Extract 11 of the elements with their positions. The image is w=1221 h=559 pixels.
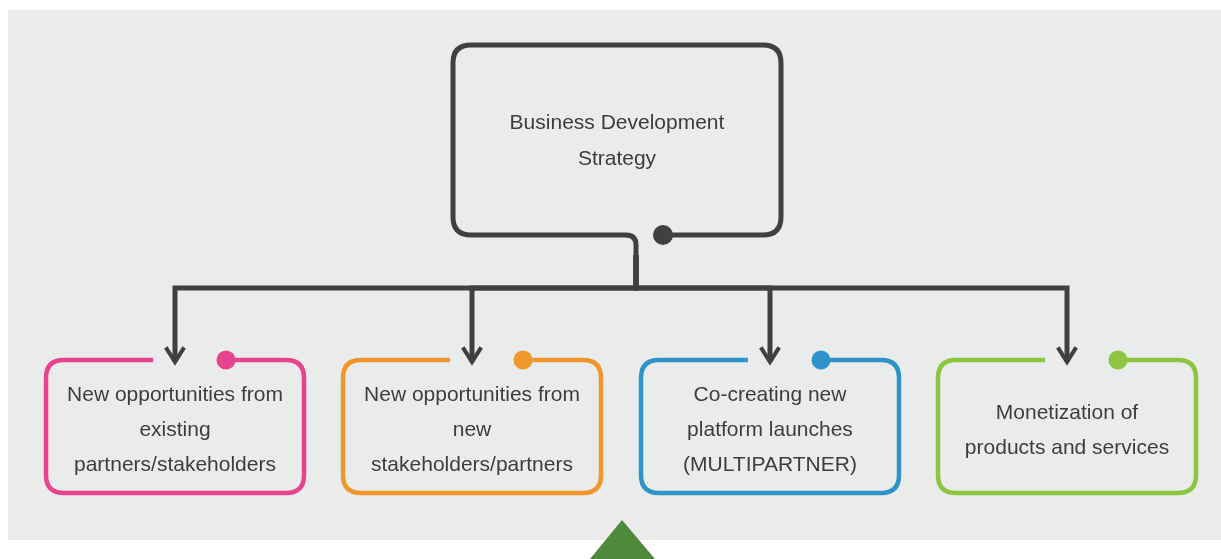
box-text: Co-creating new platform launches (MULTIPARTNER) (682, 381, 858, 477)
topic-box (935, 350, 1199, 496)
box-text: New opportunities from new stakeholders/partners (363, 381, 581, 477)
strategy-box (448, 40, 786, 255)
box-text: Business Development Strategy (508, 109, 726, 171)
box-text: New opportunities from existing partners/stakeholders (66, 381, 284, 477)
box-text: Monetization of products and services (963, 398, 1171, 460)
topic-box (340, 350, 604, 496)
topic-box (638, 350, 902, 496)
topic-box (43, 350, 307, 496)
arrow (633, 255, 1079, 364)
